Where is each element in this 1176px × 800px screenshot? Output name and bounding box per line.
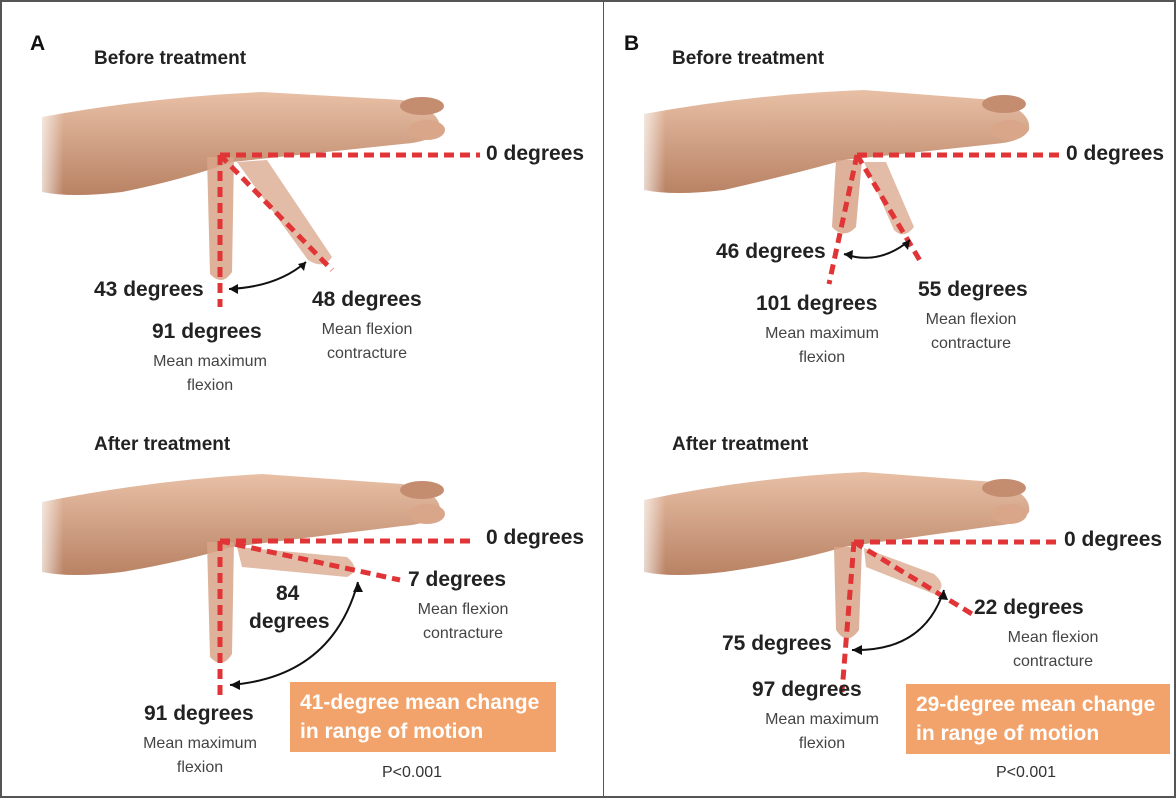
flexion-caption-after-b: Mean maximum flexion xyxy=(732,708,912,756)
contracture-caption-line-2: contracture xyxy=(978,650,1128,674)
p-value-b: P<0.001 xyxy=(996,764,1056,782)
range-value-line-2-after-a: degrees xyxy=(249,610,330,634)
range-value-line-1-after-a: 84 xyxy=(276,582,299,606)
flexion-caption-line-2: flexion xyxy=(110,756,290,780)
summary-box-a: 41-degree mean change in range of motion xyxy=(290,682,556,752)
contracture-caption-line-2: contracture xyxy=(896,332,1046,356)
flexion-value-before-a: 91 degrees xyxy=(152,320,262,344)
flexion-caption-before-a: Mean maximum flexion xyxy=(120,350,300,398)
range-arc-before-b xyxy=(844,240,910,258)
flexion-caption-line-1: Mean maximum xyxy=(732,708,912,732)
panel-b: B xyxy=(603,0,1176,798)
summary-line-2: in range of motion xyxy=(300,717,546,746)
flexion-caption-line-1: Mean maximum xyxy=(732,322,912,346)
contracture-caption-line-1: Mean flexion xyxy=(388,598,538,622)
contracture-caption-before-b: Mean flexion contracture xyxy=(896,308,1046,356)
p-value-a: P<0.001 xyxy=(382,764,442,782)
flexion-value-before-b: 101 degrees xyxy=(756,292,877,316)
zero-degrees-label-after-a: 0 degrees xyxy=(486,526,584,550)
hand-after-a xyxy=(32,472,445,663)
zero-degrees-label-after-b: 0 degrees xyxy=(1064,528,1162,552)
range-label-before-b: 46 degrees xyxy=(716,240,826,264)
contracture-value-before-b: 55 degrees xyxy=(918,278,1028,302)
flexion-caption-line-2: flexion xyxy=(732,732,912,756)
contracture-caption-line-1: Mean flexion xyxy=(978,626,1128,650)
hand-before-b xyxy=(634,90,1029,234)
contracture-caption-after-a: Mean flexion contracture xyxy=(388,598,538,646)
flexion-caption-line-2: flexion xyxy=(120,374,300,398)
flexion-caption-line-2: flexion xyxy=(732,346,912,370)
zero-degrees-label-before-b: 0 degrees xyxy=(1066,142,1164,166)
zero-degrees-label-before-a: 0 degrees xyxy=(486,142,584,166)
flexion-caption-before-b: Mean maximum flexion xyxy=(732,322,912,370)
hand-before-a xyxy=(32,92,445,280)
contracture-line-after-b xyxy=(854,542,972,614)
contracture-caption-before-a: Mean flexion contracture xyxy=(292,318,442,366)
flexion-caption-after-a: Mean maximum flexion xyxy=(110,732,290,780)
heading-before-a: Before treatment xyxy=(94,48,246,70)
range-label-after-b: 75 degrees xyxy=(722,632,832,656)
hand-illustrations xyxy=(2,2,606,800)
hand-illustrations xyxy=(604,2,1176,800)
range-arc-before-a xyxy=(229,262,306,289)
flexion-value-after-a: 91 degrees xyxy=(144,702,254,726)
panel-a: A xyxy=(0,0,604,798)
summary-box-b: 29-degree mean change in range of motion xyxy=(906,684,1170,754)
contracture-value-after-a: 7 degrees xyxy=(408,568,506,592)
flexion-value-after-b: 97 degrees xyxy=(752,678,862,702)
heading-after-a: After treatment xyxy=(94,434,230,456)
contracture-caption-line-2: contracture xyxy=(292,342,442,366)
summary-line-1: 29-degree mean change xyxy=(916,690,1160,719)
summary-line-1: 41-degree mean change xyxy=(300,688,546,717)
contracture-caption-line-1: Mean flexion xyxy=(896,308,1046,332)
contracture-caption-line-1: Mean flexion xyxy=(292,318,442,342)
range-arc-after-b xyxy=(852,590,944,650)
contracture-value-before-a: 48 degrees xyxy=(312,288,422,312)
heading-before-b: Before treatment xyxy=(672,48,824,70)
contracture-caption-after-b: Mean flexion contracture xyxy=(978,626,1128,674)
contracture-value-after-b: 22 degrees xyxy=(974,596,1084,620)
heading-after-b: After treatment xyxy=(672,434,808,456)
range-label-before-a: 43 degrees xyxy=(94,278,204,302)
contracture-line-before-a xyxy=(220,155,332,270)
flexion-caption-line-1: Mean maximum xyxy=(120,350,300,374)
flexion-caption-line-1: Mean maximum xyxy=(110,732,290,756)
summary-line-2: in range of motion xyxy=(916,719,1160,748)
contracture-caption-line-2: contracture xyxy=(388,622,538,646)
